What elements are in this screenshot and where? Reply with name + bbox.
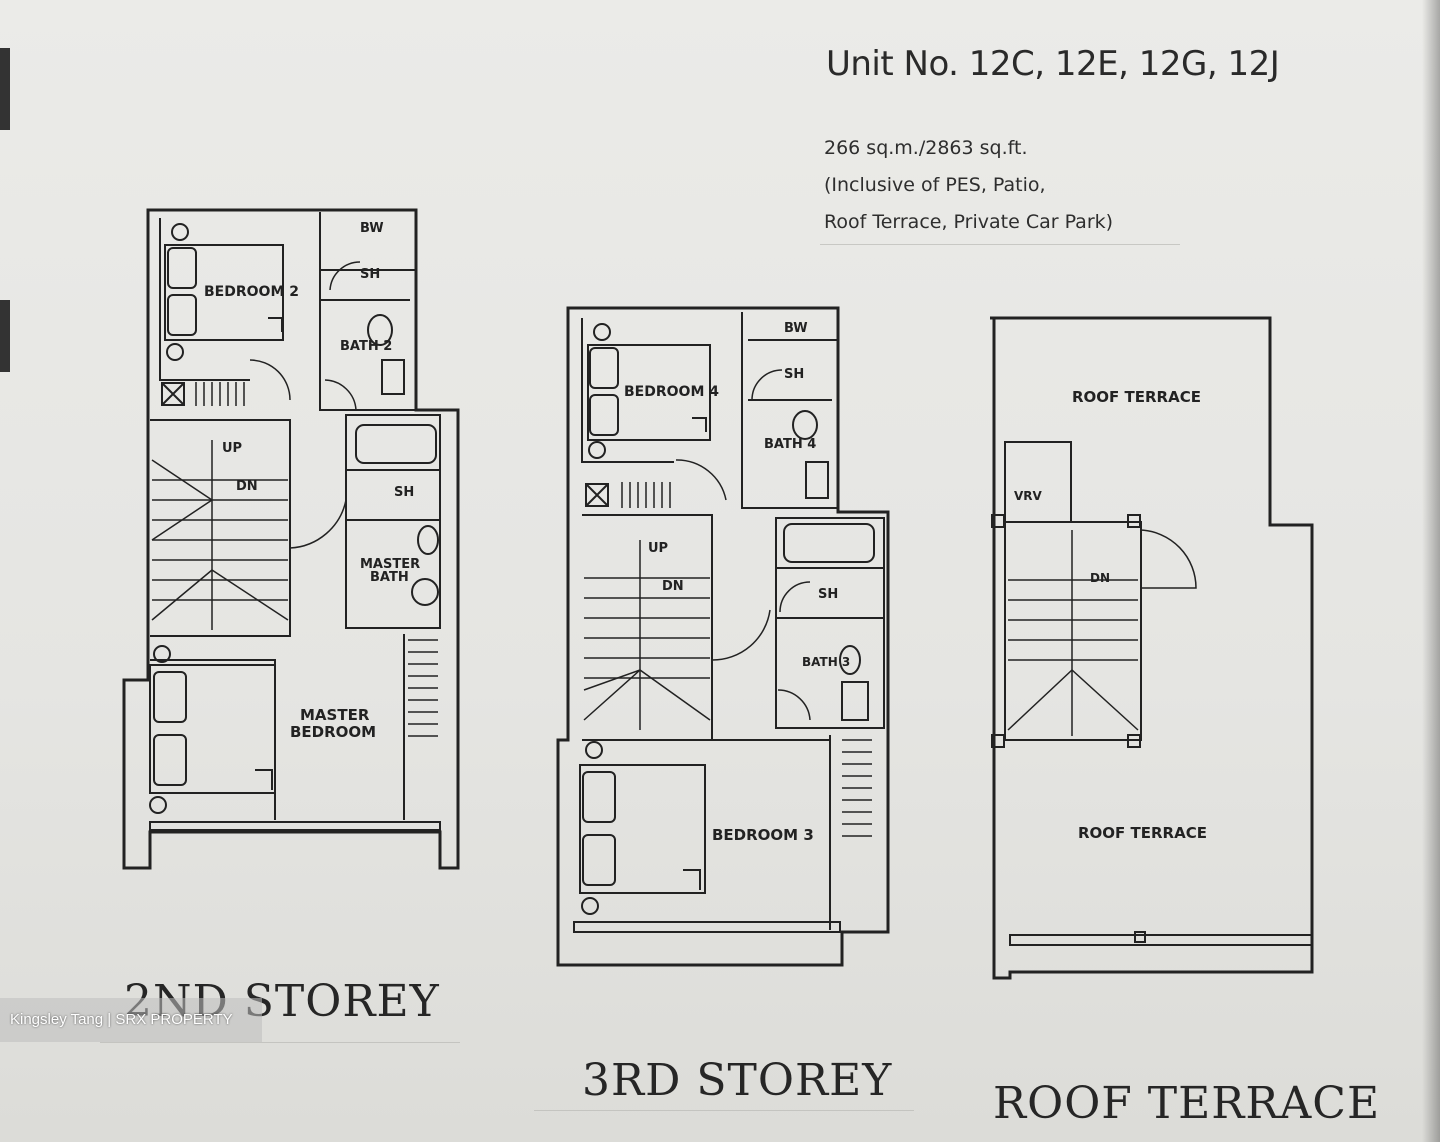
caption-rule [100, 1042, 460, 1043]
column-symbols [149, 223, 189, 814]
left-edge-mark [0, 48, 10, 130]
roof-terrace-top-label: ROOF TERRACE [1072, 388, 1201, 406]
stair-down-label: DN [662, 579, 684, 594]
bedroom-2-label: BEDROOM 2 [204, 284, 299, 300]
roof-terrace-caption: ROOF TERRACE [993, 1078, 1381, 1129]
page-edge-shadow [1422, 0, 1440, 1142]
third-storey-plan [556, 306, 890, 967]
roof-terrace-bottom-label: ROOF TERRACE [1078, 824, 1207, 842]
master-bath-label-line-2: BATH [370, 570, 409, 585]
inclusive-note-line-1: (Inclusive of PES, Patio, [824, 174, 1046, 196]
shower-label: SH [394, 485, 414, 500]
master-bath-label-line-1: MASTER [360, 557, 420, 572]
staircase [1007, 530, 1139, 736]
stair-up-label: UP [222, 441, 242, 456]
roof-terrace-plan [990, 316, 1314, 980]
wardrobe-hatch [621, 482, 872, 837]
bedroom-3-label: BEDROOM 3 [712, 826, 814, 844]
caption-rule [534, 1110, 914, 1111]
stair-down-label: DN [1090, 571, 1110, 585]
outer-wall [556, 306, 890, 967]
unit-area: 266 sq.m./2863 sq.ft. [824, 137, 1028, 159]
stair-up-label: UP [648, 541, 668, 556]
shower-label: SH [818, 587, 838, 602]
left-edge-mark [0, 300, 10, 372]
staircase [583, 540, 711, 730]
master-bedroom-label-line-1: MASTER [300, 706, 370, 724]
watermark-text: Kingsley Tang | SRX PROPERTY [10, 1011, 233, 1028]
bw-label: BW [360, 221, 384, 236]
bedroom-4-label: BEDROOM 4 [624, 384, 719, 400]
vrv-label: VRV [1014, 489, 1043, 503]
shower-label: SH [360, 267, 380, 282]
bw-label: BW [784, 321, 808, 336]
inclusive-note-line-2: Roof Terrace, Private Car Park) [824, 211, 1114, 233]
stair-down-label: DN [236, 479, 258, 494]
outer-wall [990, 316, 1314, 980]
watermark: Kingsley Tang | SRX PROPERTY [0, 998, 262, 1042]
unit-area-info: 266 sq.m./2863 sq.ft. (Inclusive of PES,… [824, 130, 1113, 241]
unit-title: Unit No. 12C, 12E, 12G, 12J [826, 44, 1280, 84]
bath-4-label: BATH 4 [764, 437, 816, 452]
header-rule [820, 244, 1180, 245]
staircase [151, 440, 289, 630]
column-symbols [581, 323, 611, 915]
bath-3-label: BATH 3 [802, 655, 850, 669]
wardrobe-hatch [195, 382, 438, 737]
master-bedroom-label-line-2: BEDROOM [290, 723, 376, 741]
shower-label: SH [784, 367, 804, 382]
third-storey-caption: 3RD STOREY [582, 1055, 893, 1106]
second-storey-plan [122, 208, 460, 870]
bath-2-label: BATH 2 [340, 339, 392, 354]
